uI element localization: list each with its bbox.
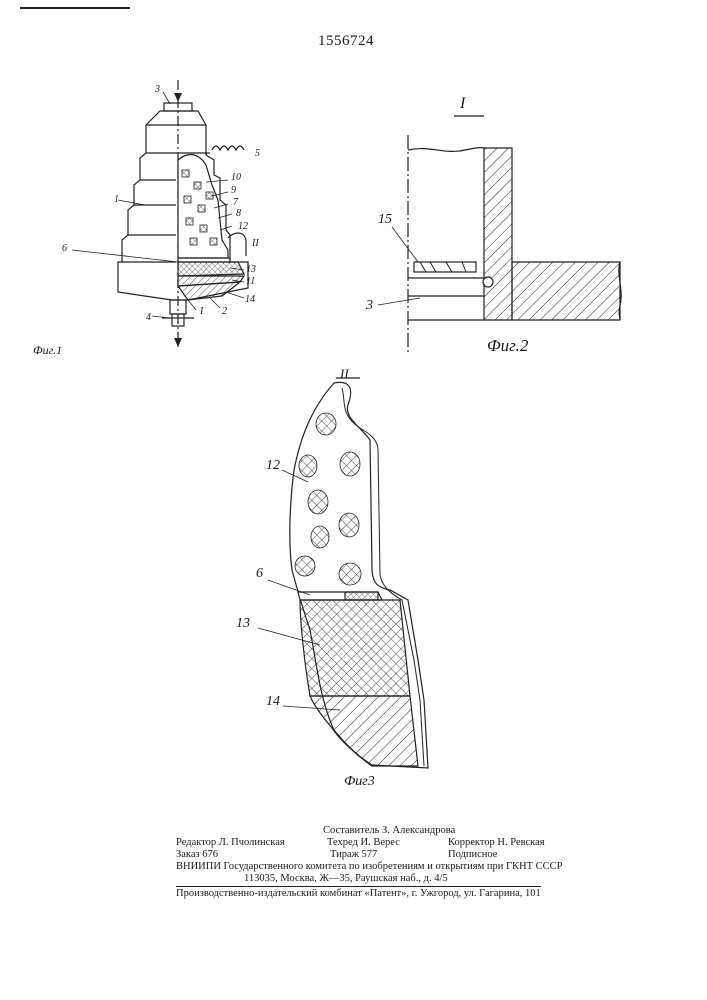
fig2-drawing (378, 116, 621, 355)
fig3-label-12: 12 (266, 458, 280, 474)
fig1-label-13: 13 (246, 264, 256, 275)
fig1-label-8: 8 (236, 208, 241, 219)
fig3-section-label: II (340, 366, 349, 382)
fig1-label-II: II (252, 238, 259, 249)
fig1-label-7: 7 (233, 197, 238, 208)
fig1-label-I: I (200, 306, 203, 317)
fig2-caption: Фиг.2 (487, 336, 528, 356)
imprint-editor: Редактор Л. Пчолинская (176, 837, 285, 849)
fig1-label-5: 5 (255, 148, 260, 159)
fig1-label-9: 9 (231, 185, 236, 196)
fig3-caption: Фиг3 (344, 774, 375, 790)
fig3-drawing (258, 378, 428, 768)
imprint-institute: ВНИИПИ Государственного комитета по изоб… (176, 861, 563, 873)
imprint-publisher: Производственно-издательский комбинат «П… (176, 886, 541, 900)
fig3-label-14: 14 (266, 694, 280, 710)
fig2-section-label: I (460, 95, 465, 113)
fig1-label-1: 1 (114, 194, 119, 205)
fig1-label-10: 10 (231, 172, 241, 183)
imprint-subscription: Подписное (448, 849, 497, 861)
imprint-circulation: Тираж 577 (330, 849, 377, 861)
fig1-label-3: 3 (155, 84, 160, 95)
patent-number: 1556724 (318, 33, 374, 50)
imprint-address: 113035, Москва, Ж—35, Раушская наб., д. … (244, 873, 448, 885)
imprint-compiler: Составитель З. Александрова (323, 825, 455, 837)
fig3-label-13: 13 (236, 616, 250, 632)
fig1-label-14: 14 (245, 294, 255, 305)
fig1-label-4: 4 (146, 312, 151, 323)
fig2-label-15: 15 (378, 212, 392, 228)
fig1-caption: Фиг.1 (33, 343, 62, 358)
imprint-corrector: Корректор Н. Ревская (448, 837, 545, 849)
fig1-label-12: 12 (238, 221, 248, 232)
fig3-label-6: 6 (256, 566, 263, 582)
imprint-order: Заказ 676 (176, 849, 218, 861)
imprint-techred: Техред И. Верес (327, 837, 400, 849)
fig1-label-2: 2 (222, 306, 227, 317)
fig2-label-3: 3 (366, 298, 373, 314)
fig1-label-6: 6 (62, 243, 67, 254)
fig1-label-11: 11 (246, 276, 255, 287)
